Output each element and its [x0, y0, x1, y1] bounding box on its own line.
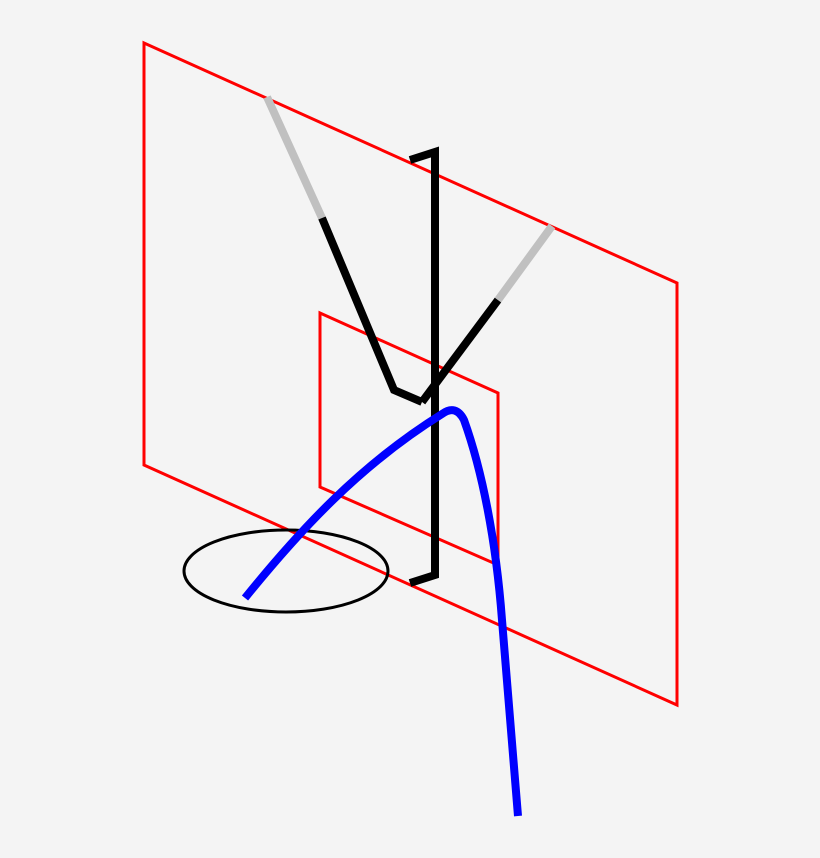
left-brace-light [263, 95, 326, 220]
right-brace-dark [418, 297, 502, 405]
right-brace-light [494, 223, 556, 303]
backboard-outline [142, 40, 679, 708]
ball-trajectory [241, 406, 522, 817]
left-brace-dark [318, 216, 424, 406]
hoop-rim [182, 528, 390, 614]
support-pole [408, 146, 439, 587]
